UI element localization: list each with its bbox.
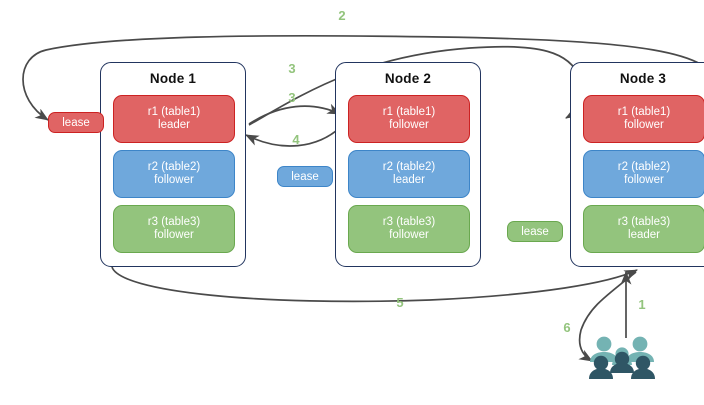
- step-1-label: 1: [638, 297, 646, 312]
- replica-name: r2 (table2): [147, 160, 201, 173]
- step-3a-label: 3: [288, 61, 296, 76]
- lease-blue[interactable]: lease: [277, 166, 333, 187]
- node-2-title: Node 2: [384, 71, 432, 86]
- step-5-label: 5: [396, 295, 404, 310]
- arrow-step-3-node1-to-node2: [248, 103, 341, 125]
- node-1-replica-r3[interactable]: r3 (table3)follower: [113, 205, 235, 253]
- replica-name: r3 (table3): [147, 215, 201, 228]
- replica-name: r1 (table1): [617, 105, 671, 118]
- replica-role: follower: [624, 174, 664, 186]
- replica-role: leader: [628, 229, 660, 241]
- node-1-replica-r2[interactable]: r2 (table2)follower: [113, 150, 235, 198]
- lease-green[interactable]: lease: [507, 221, 563, 242]
- lease-red[interactable]: lease: [48, 112, 104, 133]
- node-1-replica-r1[interactable]: r1 (table1)leader: [113, 95, 235, 143]
- node-2-replica-r3[interactable]: r3 (table3)follower: [348, 205, 470, 253]
- replica-name: r2 (table2): [382, 160, 436, 173]
- node-3-replica-r1[interactable]: r1 (table1)follower: [583, 95, 704, 143]
- replica-role: follower: [389, 229, 429, 241]
- node-3-replica-r2[interactable]: r2 (table2)follower: [583, 150, 704, 198]
- replica-name: r2 (table2): [617, 160, 671, 173]
- replica-name: r3 (table3): [617, 215, 671, 228]
- node-2-replica-r2[interactable]: r2 (table2)leader: [348, 150, 470, 198]
- node-3-replica-r3[interactable]: r3 (table3)leader: [583, 205, 704, 253]
- step-4-label: 4: [292, 132, 300, 147]
- node-2-replica-r1[interactable]: r1 (table1)follower: [348, 95, 470, 143]
- step-2-label: 2: [338, 8, 346, 23]
- replica-name: r1 (table1): [147, 105, 201, 118]
- replica-role: leader: [393, 174, 425, 186]
- person-back-right-head: [632, 336, 648, 352]
- step-6-label: 6: [563, 320, 571, 335]
- person-front-center-body: [610, 363, 634, 373]
- person-front-center-head: [614, 351, 630, 367]
- person-front-left-head: [593, 355, 609, 371]
- step-3b-label: 3: [288, 90, 296, 105]
- node-1-title: Node 1: [149, 71, 197, 86]
- replica-role: leader: [158, 119, 190, 131]
- people-group-icon: [589, 336, 655, 379]
- person-front-right-body: [631, 368, 655, 379]
- arrow-step-5-node1-to-node3: [111, 266, 638, 303]
- person-front-right-head: [635, 355, 651, 371]
- person-front-left-body: [589, 368, 613, 379]
- replica-role: follower: [624, 119, 664, 131]
- replica-role: follower: [154, 229, 194, 241]
- node-3-title: Node 3: [619, 71, 667, 86]
- replica-role: follower: [154, 174, 194, 186]
- person-back-left-head: [596, 336, 612, 352]
- replica-role: follower: [389, 119, 429, 131]
- replica-name: r1 (table1): [382, 105, 436, 118]
- replica-name: r3 (table3): [382, 215, 436, 228]
